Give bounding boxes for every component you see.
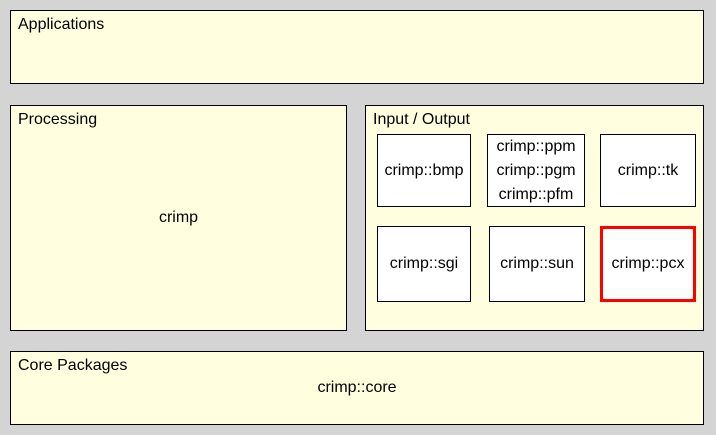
package-crimp[interactable]: crimp (158, 209, 199, 226)
section-input-output: Input / Output crimp::bmp crimp::ppm cri… (365, 105, 704, 331)
package-label: crimp::pfm (498, 185, 574, 203)
section-processing-label: Processing (18, 111, 98, 128)
section-core-packages-label: Core Packages (18, 357, 128, 374)
package-label: crimp::pcx (611, 255, 685, 272)
section-applications-label: Applications (18, 16, 105, 33)
package-crimp-core[interactable]: crimp::core (317, 379, 397, 396)
package-box-crimp-sun[interactable]: crimp::sun (489, 226, 585, 302)
section-applications: Applications (10, 10, 704, 84)
package-box-crimp-pcx-highlighted[interactable]: crimp::pcx (600, 226, 696, 302)
package-label: crimp::pgm (496, 161, 576, 179)
package-box-crimp-ppm-pgm-pfm[interactable]: crimp::ppm crimp::pgm crimp::pfm (487, 134, 585, 207)
section-input-output-label: Input / Output (373, 111, 470, 128)
package-label: crimp::ppm (496, 137, 576, 155)
package-label: crimp::sun (500, 255, 574, 272)
package-box-crimp-sgi[interactable]: crimp::sgi (377, 226, 471, 302)
package-label: crimp::bmp (384, 161, 464, 179)
section-processing: Processing crimp (10, 105, 347, 331)
package-label: crimp::sgi (389, 255, 459, 272)
package-label: crimp::tk (617, 161, 679, 179)
section-core-packages: Core Packages crimp::core (10, 351, 704, 425)
package-box-crimp-bmp[interactable]: crimp::bmp (377, 134, 471, 207)
package-box-crimp-tk[interactable]: crimp::tk (600, 134, 696, 207)
